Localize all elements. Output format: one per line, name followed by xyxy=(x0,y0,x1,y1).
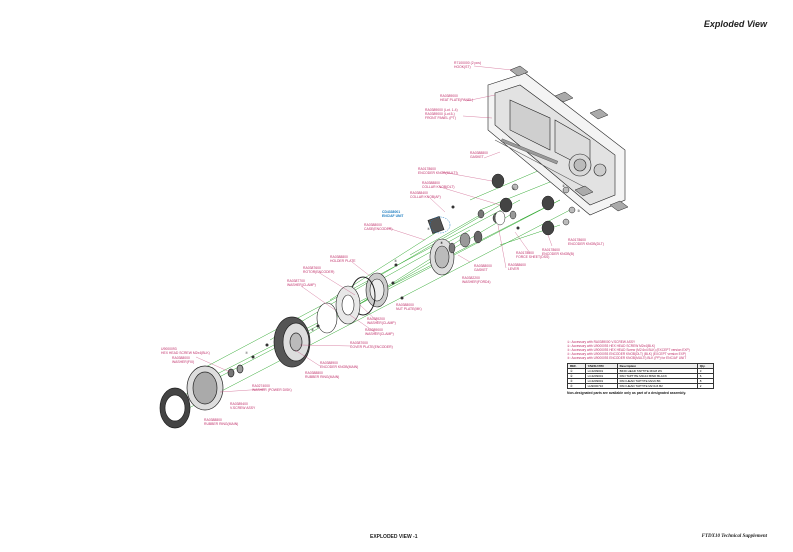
label-encoder-b: ENCODER KNOB(B) xyxy=(542,252,574,256)
label-gasket-pn: RA0388800 xyxy=(470,151,488,155)
label-lever-pn: RA0388600 xyxy=(508,263,526,267)
label-rubber-ring2: RUBBER RING(MAIN) xyxy=(204,422,238,426)
notes-block: ①: Accessory with RA0389000 V.SCREW ASSY… xyxy=(567,340,737,395)
ref-1: ① xyxy=(512,187,515,191)
note-4: ④: Accessory with U9000093 ENCODER KNOB(… xyxy=(567,352,687,356)
encoder-unit xyxy=(427,215,455,276)
table-row: ④ LH9000710 PAN HEAD TAPTITE M2.6x6 B2 2 xyxy=(567,383,715,389)
label-washer-clamp2: WASHER(CLAMP) xyxy=(367,321,396,325)
label-collar-dlt: COLLAR KNOB(DLT) xyxy=(422,185,455,189)
note-1: ①: Accessory with RA0389000 V.SCREW ASSY xyxy=(567,340,636,344)
label-hex-screw-pn: U9000093 xyxy=(161,347,177,351)
cover-plate xyxy=(273,316,311,368)
note-2: ②: Accessory with U9000093 HEX HEAD SCRE… xyxy=(567,344,656,348)
label-case-pn: RA0388000 xyxy=(364,223,382,227)
label-washer-ford: WASHER(FORD4) xyxy=(462,280,491,284)
label-rubber-ring2-pn: RA0388800 xyxy=(204,418,222,422)
label-force-sheet-pn: RA0178600 xyxy=(516,251,534,255)
label-force-sheet: FORCE SHEET(DSS) xyxy=(516,255,549,259)
label-gasket2-pn: RA0388000 xyxy=(474,264,492,268)
label-enc-af-unit-pn: CD4338001 xyxy=(382,210,400,214)
label-rubber-ring-pn: RA0388800 xyxy=(305,371,323,375)
ref-5: ⑤ xyxy=(394,259,397,263)
leader-lines xyxy=(195,65,553,393)
ref-4: ④ xyxy=(427,227,430,231)
label-washer-ford-pn: RA0382200 xyxy=(462,276,480,280)
label-gasket2: GASKET xyxy=(474,268,488,272)
gasket-strip xyxy=(500,138,559,165)
footer-doc-title: FTDX10 Technical Supplement xyxy=(701,534,767,539)
label-case: CASE(ENCODER) xyxy=(364,227,392,231)
table-cell: ④ xyxy=(567,383,586,389)
table-cell: 2 xyxy=(696,383,715,389)
label-collar-af-pn: RA0388400 xyxy=(410,191,428,195)
label-rubber-ring: RUBBER RING(MAIN) xyxy=(305,375,339,379)
label-enc-af-unit: ENC/AF UNIT xyxy=(382,214,404,218)
label-nut-plate-pn: RA0388000 xyxy=(396,303,414,307)
label-vscrew-pn: RA0389400 xyxy=(230,402,248,406)
ref-7: ⑦ xyxy=(245,351,248,355)
label-washer-fix-pn: RA0388000 xyxy=(172,356,190,360)
label-cover-plate: COVER PLATE(ENCODER) xyxy=(350,345,393,349)
ref-8: ⑧ xyxy=(440,241,443,245)
label-heat-plate-pn: RA0389000 xyxy=(440,94,458,98)
label-washer-clamp3-pn: RA0389000 xyxy=(365,328,383,332)
label-washer-clamp: WASHER(CLAMP) xyxy=(287,283,316,287)
label-washer-power-pn: RA0274000 xyxy=(252,384,270,388)
label-hex-screw: HEX HEAD SCREW M2x4(BLK) xyxy=(161,351,210,355)
label-collar-af: COLLAR KNOB(AF) xyxy=(410,195,441,199)
table-cell: LH9000710 xyxy=(584,383,618,389)
footer-page-label: EXPLODED VIEW -1 xyxy=(370,534,418,540)
ref-3: ③ xyxy=(577,209,580,213)
label-front-panel-pn2: RA0389000 (Lot.5-) xyxy=(425,112,455,116)
ref-2: ② xyxy=(562,184,565,188)
label-lever: LEVER xyxy=(508,267,520,271)
label-heat-plate: HEAT PLATE(PANEL) xyxy=(440,98,473,102)
label-washer-power: WASHER (POWER DISK) xyxy=(252,388,292,392)
label-main-knob-pn: RA0388900 xyxy=(320,361,338,365)
front-panel xyxy=(487,72,626,216)
label-main-knob: ENCODER KNOB(MAIN) xyxy=(320,365,358,369)
label-cover-plate-pn: RA0387000 xyxy=(350,341,368,345)
note-5: ⑤: Accessory with U9000093 ENCODER KNOB(… xyxy=(567,356,687,360)
label-nut-plate: NUT PLATE(MK) xyxy=(396,307,422,311)
label-washer-clamp2-pn: RA0389200 xyxy=(367,317,385,321)
label-encoder-multi-pn: RA0178600 xyxy=(418,167,436,171)
rotor-stack xyxy=(316,272,389,334)
part-labels: R7100000 (2 pcs) HOOK(ST) RA0389000 HEAT… xyxy=(161,61,604,426)
label-encoder-dlt-pn: RA0178600 xyxy=(568,238,586,242)
label-gasket: GASKET xyxy=(470,155,484,159)
label-rotor: ROTOR(ENCODER) xyxy=(303,270,334,274)
label-front-panel: FRONT PANEL (PT) xyxy=(425,116,456,120)
label-washer-clamp-pn: RA0387700 xyxy=(287,279,305,283)
note-3: ③: Accessory with U9000093 HEX HEAD Scre… xyxy=(567,348,690,352)
note-non-designated: Non-designated parts are available only … xyxy=(567,391,687,395)
label-rotor-pn: RA0387600 xyxy=(303,266,321,270)
washers-mid xyxy=(448,210,506,254)
table-cell: PAN HEAD TAPTITE M2.6x6 B2 xyxy=(616,383,698,389)
label-collar-dlt-pn: RA0388800 xyxy=(422,181,440,185)
label-r7100000: R7100000 (2 pcs) xyxy=(454,61,481,65)
main-knob xyxy=(159,364,244,429)
screws xyxy=(251,205,520,359)
ref-6: ⑥ xyxy=(311,328,314,332)
label-holder-plate-pn: RA0388800 xyxy=(330,255,348,259)
page-title: Exploded View xyxy=(703,19,767,29)
label-holder-plate: HOLDER PLATE xyxy=(330,259,356,263)
label-hook: HOOK(ST) xyxy=(454,65,471,69)
label-front-panel-pn1: RA0389000 (Lot. 1-4) xyxy=(425,108,458,112)
label-encoder-dlt: ENCODER KNOB(DLT) xyxy=(568,242,604,246)
label-encoder-b-pn: RA0178600 xyxy=(542,248,560,252)
label-washer-clamp3: WASHER(CLAMP) xyxy=(365,332,394,336)
reference-numbers: ① ② ③ ④ ⑤ ⑥ ⑦ ⑧ xyxy=(245,184,580,355)
label-encoder-multi: ENCODER KNOB(MULTI) xyxy=(418,171,458,175)
label-vscrew: V.SCREW ASSY xyxy=(230,406,256,410)
label-washer-fix: WASHER(FIX) xyxy=(172,360,194,364)
parts-table: REF. YAESU P/N Description Qty. ① LC4209… xyxy=(567,363,715,389)
panel-hooks xyxy=(509,65,629,212)
